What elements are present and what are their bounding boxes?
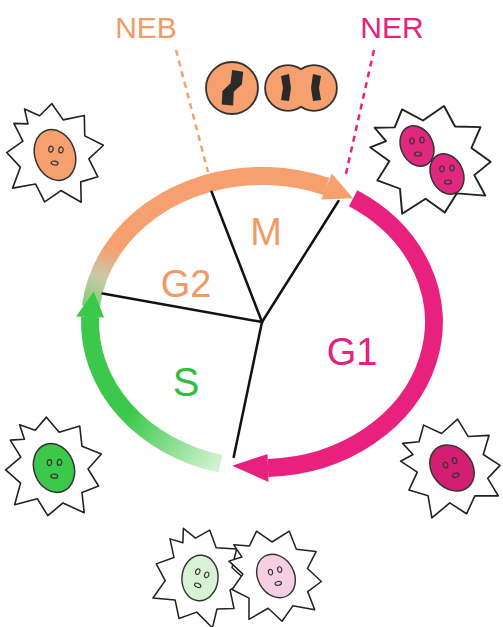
cell-outline [360, 93, 502, 226]
s-arrowhead [76, 292, 104, 318]
cell-outline [0, 97, 109, 210]
nucleus-face [442, 457, 462, 480]
mitotic-cell [206, 62, 258, 114]
cell-fill [292, 66, 336, 110]
ner-leader-line [345, 50, 374, 178]
nucleus-face [190, 567, 210, 589]
event-label: NEB [115, 13, 177, 43]
cell-outline [2, 414, 104, 520]
phase-dividers [103, 192, 339, 457]
nucleus [27, 438, 82, 499]
nucleus [424, 148, 471, 200]
neb-leader-line [176, 50, 208, 172]
nucleus-face [440, 165, 454, 184]
phase-label: S [173, 362, 200, 402]
cell-outline [390, 405, 503, 529]
daughter-cells [360, 93, 502, 226]
g1-arrowhead [232, 454, 268, 482]
nucleus-face [268, 566, 285, 586]
divider-line [234, 322, 262, 457]
nucleus [27, 124, 82, 187]
late-g1-cell [223, 522, 327, 627]
nucleus-face [46, 145, 63, 166]
divider-line [212, 192, 262, 322]
nucleus-face [410, 137, 424, 156]
g1-cell [390, 405, 503, 529]
chromosomes [281, 74, 291, 101]
dividing-cell [266, 66, 336, 110]
nucleus-face [46, 458, 62, 478]
nucleus [249, 547, 303, 605]
phase-label: G1 [327, 333, 378, 371]
phase-label: M [250, 213, 282, 251]
phase-label: G2 [161, 265, 212, 303]
chromosomes [311, 74, 321, 101]
cell-outline [206, 62, 258, 114]
m-arrowhead [321, 174, 353, 200]
nucleus [421, 436, 484, 500]
nucleus [180, 554, 220, 603]
daughter-nucleus [424, 148, 471, 200]
event-label: NER [360, 13, 423, 43]
cell-outline [223, 522, 327, 627]
g2-cell [0, 97, 109, 210]
g1-arc [268, 198, 434, 468]
s-cell [2, 414, 104, 520]
chromosomes [218, 67, 246, 108]
cell-outline [292, 66, 336, 110]
s-arc [90, 317, 220, 464]
